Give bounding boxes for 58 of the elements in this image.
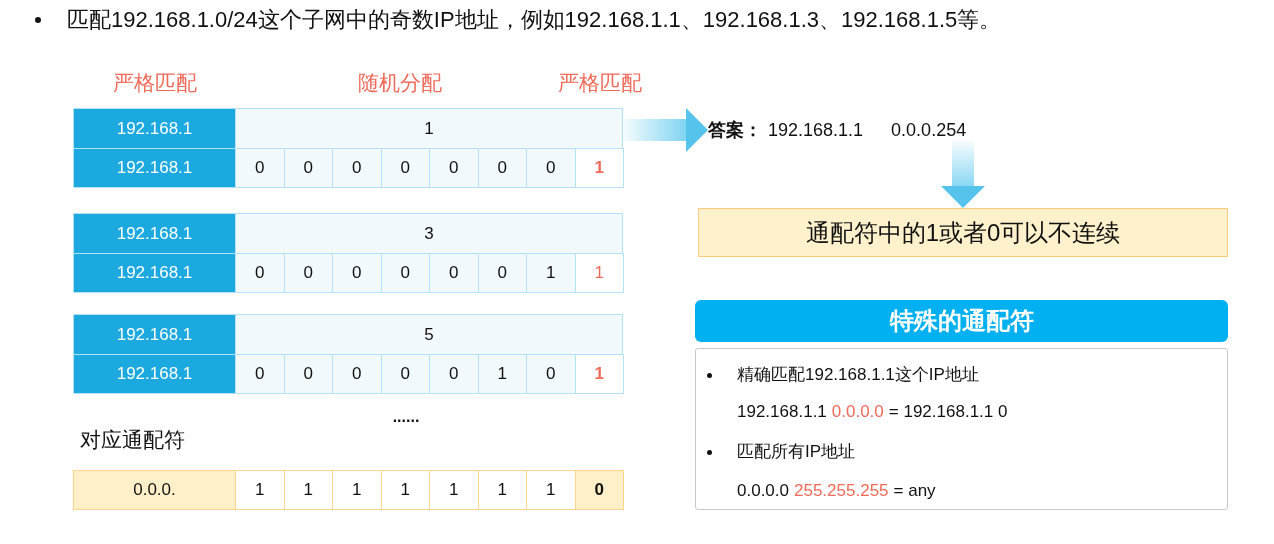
bit-cell: 1 xyxy=(574,253,624,293)
network-prefix-cell: 192.168.1 xyxy=(73,354,236,394)
formula-text: 0.0.0.0 255.255.255 = any xyxy=(737,480,936,502)
wildcard-prefix-cell: 0.0.0. xyxy=(73,470,236,510)
wildcard-bit-cell: 1 xyxy=(429,470,479,510)
network-prefix-cell: 192.168.1 xyxy=(73,108,236,149)
block-arrow xyxy=(623,108,708,152)
column-heading: 严格匹配 xyxy=(558,70,642,96)
bit-cell: 0 xyxy=(235,148,285,188)
list-item-text: 匹配所有IP地址 xyxy=(737,441,856,463)
wildcard-bit-cell: 1 xyxy=(283,470,333,510)
bit-cell: 0 xyxy=(477,148,527,188)
wildcard-bit-cell: 1 xyxy=(526,470,576,510)
block-arrow xyxy=(941,141,985,208)
host-value-cell: 1 xyxy=(235,108,623,149)
network-prefix-cell: 192.168.1 xyxy=(73,148,236,188)
wildcard-bit-cell: 1 xyxy=(235,470,285,510)
title-text: 匹配192.168.1.0/24这个子网中的奇数IP地址，例如192.168.1.1、192.168.1.3、192.168.1.5等。 xyxy=(67,6,1002,34)
table-heading: 对应通配符 xyxy=(80,427,185,453)
wildcard-bit-cell: 0 xyxy=(574,470,624,510)
note-box: 通配符中的1或者0可以不连续 xyxy=(698,208,1228,257)
bit-cell: 0 xyxy=(235,253,285,293)
bit-cell: 1 xyxy=(574,354,624,394)
network-prefix-cell: 192.168.1 xyxy=(73,314,236,355)
bit-cell: 1 xyxy=(574,148,624,188)
info-panel xyxy=(695,348,1228,510)
bit-cell: 0 xyxy=(283,148,333,188)
bit-cell: 1 xyxy=(526,253,576,293)
bit-cell: 0 xyxy=(332,253,382,293)
bit-cell: 0 xyxy=(332,354,382,394)
bit-cell: 0 xyxy=(332,148,382,188)
bit-cell: 0 xyxy=(283,354,333,394)
bit-cell: 0 xyxy=(429,148,479,188)
bit-cell: 0 xyxy=(526,148,576,188)
column-heading: 严格匹配 xyxy=(113,70,197,96)
wildcard-bit-cell: 1 xyxy=(332,470,382,510)
bit-cell: 0 xyxy=(235,354,285,394)
host-value-cell: 3 xyxy=(235,213,623,254)
bit-cell: 1 xyxy=(477,354,527,394)
bit-cell: 0 xyxy=(380,253,430,293)
answer-text: 答案： 192.168.1.1 0.0.0.254 xyxy=(708,119,967,141)
bit-cell: 0 xyxy=(477,253,527,293)
list-item-text: 精确匹配192.168.1.1这个IP地址 xyxy=(737,364,979,386)
bit-cell: 0 xyxy=(380,354,430,394)
bit-cell: 0 xyxy=(429,253,479,293)
ellipsis-text: ...... xyxy=(392,407,420,427)
bit-cell: 0 xyxy=(429,354,479,394)
host-value-cell: 5 xyxy=(235,314,623,355)
network-prefix-cell: 192.168.1 xyxy=(73,253,236,293)
network-prefix-cell: 192.168.1 xyxy=(73,213,236,254)
column-heading: 随机分配 xyxy=(358,70,442,96)
wildcard-bit-cell: 1 xyxy=(380,470,430,510)
formula-text: 192.168.1.1 0.0.0.0 = 192.168.1.1 0 xyxy=(737,401,1008,423)
bit-cell: 0 xyxy=(380,148,430,188)
bit-cell: 0 xyxy=(283,253,333,293)
wildcard-bit-cell: 1 xyxy=(477,470,527,510)
bit-cell: 0 xyxy=(526,354,576,394)
section-header-bar: 特殊的通配符 xyxy=(695,300,1228,342)
